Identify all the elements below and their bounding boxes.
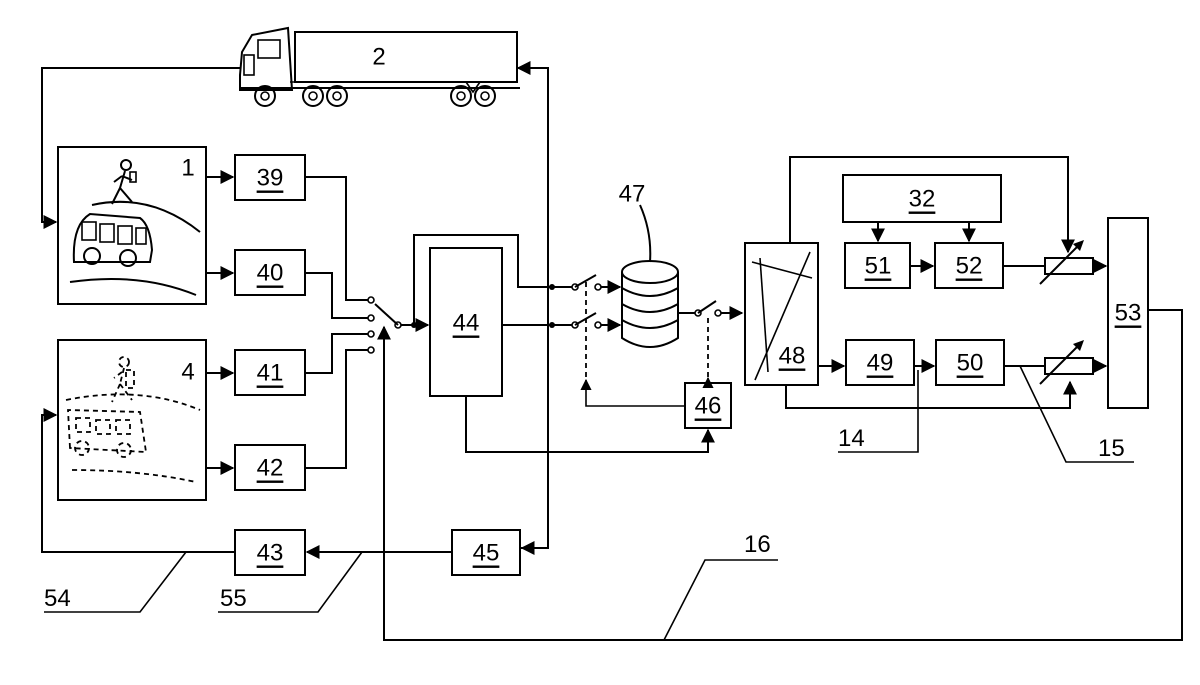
db-output-switch: [678, 300, 744, 380]
bus-icon: [72, 212, 154, 267]
label-32: 32: [909, 186, 936, 213]
label-42: 42: [257, 455, 284, 482]
block-48-hatch: [751, 251, 813, 381]
label-4: 4: [181, 359, 194, 386]
label-43: 43: [257, 540, 284, 567]
feedback-line-16: [377, 309, 1183, 641]
label-47-leader: [639, 204, 652, 263]
label-39: 39: [257, 165, 284, 192]
db-input-switches: [571, 274, 622, 380]
block-52: [934, 242, 1004, 289]
road-curve-upper: [91, 200, 201, 233]
block-48: [744, 242, 819, 386]
lower-variable-element: [1039, 340, 1094, 385]
upper-variable-element: [1039, 240, 1094, 285]
leader-55: [218, 551, 363, 613]
label-50: 50: [957, 350, 984, 377]
virtual-view-panel: [57, 339, 207, 501]
label-45: 45: [473, 540, 500, 567]
label-14: 14: [838, 425, 865, 452]
label-48: 48: [779, 343, 806, 370]
leader-16: [663, 559, 778, 641]
block-53: [1107, 217, 1149, 409]
label-51: 51: [865, 253, 892, 280]
block-45: [451, 529, 521, 576]
label-54: 54: [44, 585, 71, 612]
block-32: [842, 174, 1002, 223]
leader-54: [44, 551, 187, 613]
block-51: [844, 242, 911, 289]
label-52: 52: [956, 253, 983, 280]
label-53: 53: [1115, 300, 1142, 327]
database-icon: [621, 260, 679, 348]
virtual-road-upper: [65, 393, 201, 411]
label-55: 55: [220, 585, 247, 612]
label-2: 2: [372, 44, 385, 71]
label-1: 1: [181, 155, 194, 182]
label-46: 46: [695, 393, 722, 420]
label-44: 44: [453, 310, 480, 337]
leader-15: [1019, 365, 1134, 463]
block-50: [935, 339, 1005, 386]
label-40: 40: [257, 260, 284, 287]
block-43: [234, 529, 306, 576]
block-40: [234, 249, 306, 296]
selector-switch: [367, 296, 402, 354]
leader-14: [838, 370, 919, 453]
label-49: 49: [867, 350, 894, 377]
block-42: [234, 444, 306, 491]
virtual-pedestrian-icon: [111, 356, 135, 403]
label-47: 47: [619, 181, 646, 208]
label-15: 15: [1098, 435, 1125, 462]
label-41: 41: [257, 360, 284, 387]
truck-icon: [239, 26, 520, 107]
block-49: [845, 339, 915, 386]
block-46: [684, 382, 732, 429]
block-41: [234, 349, 306, 396]
pedestrian-icon: [111, 159, 137, 205]
road-curve-lower: [69, 278, 197, 296]
virtual-road-lower: [71, 469, 197, 483]
block-44: [429, 247, 503, 397]
virtual-bus-icon: [67, 409, 148, 458]
block-39: [234, 154, 306, 201]
label-16: 16: [744, 531, 771, 558]
